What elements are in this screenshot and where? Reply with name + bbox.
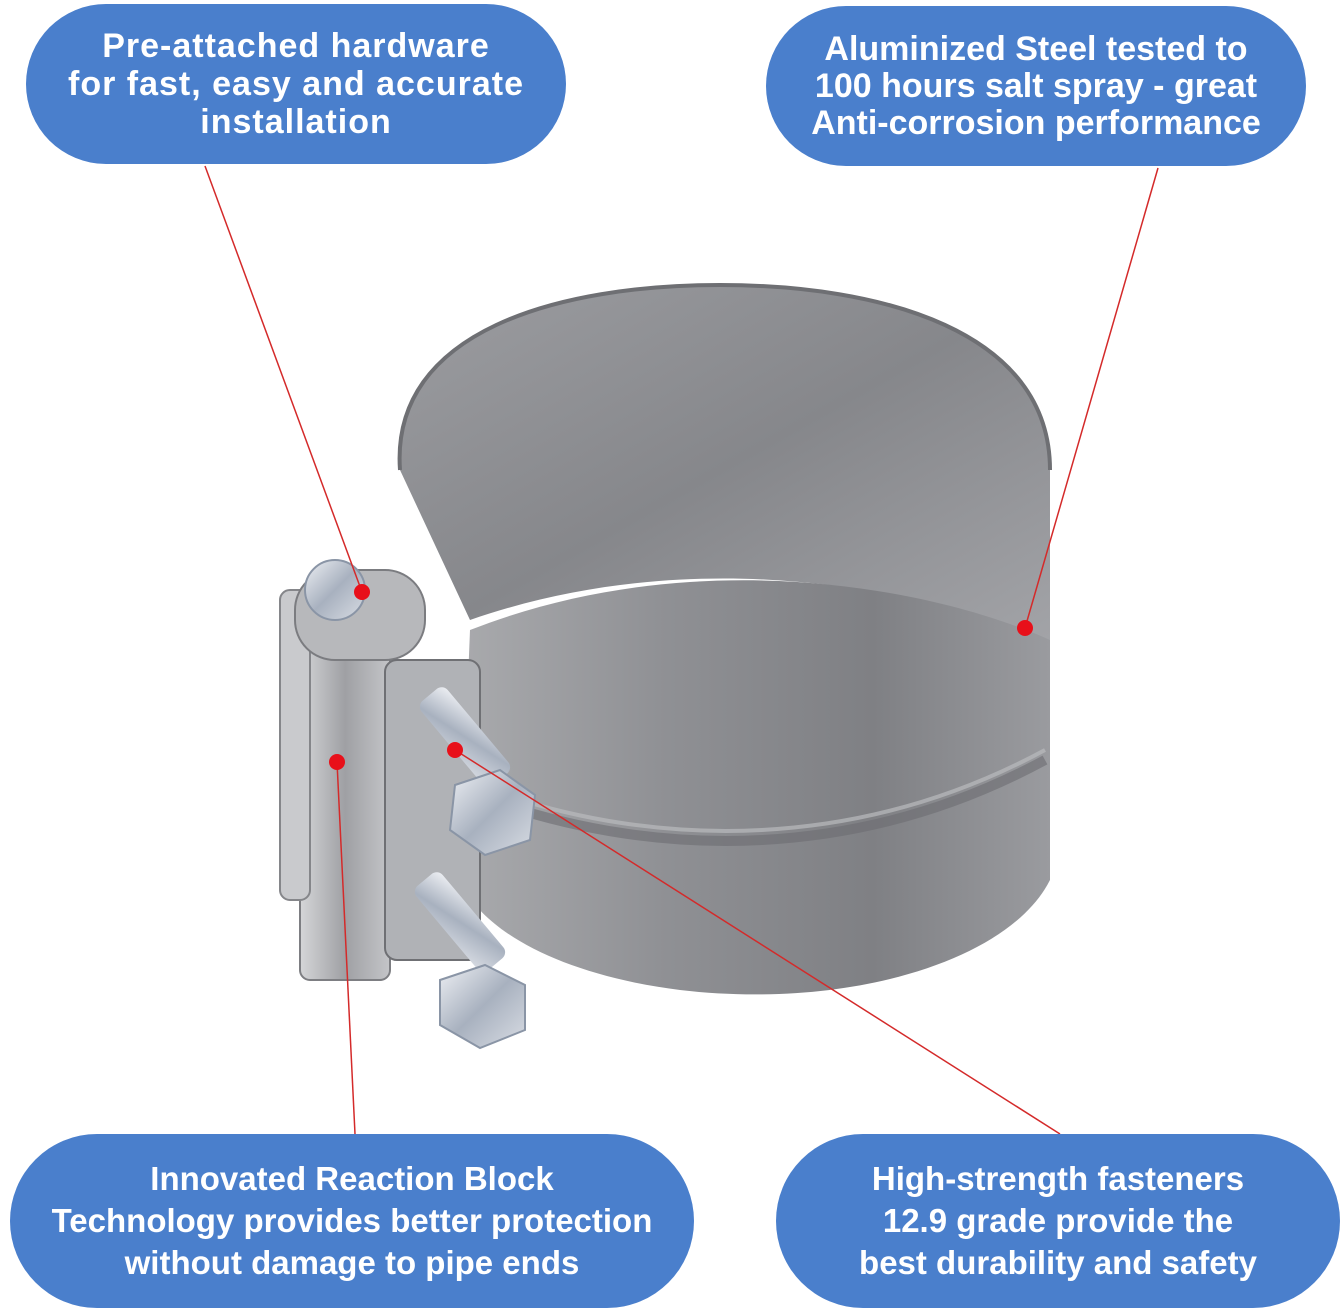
callout-hardware-text: Pre-attached hardware for fast, easy and…	[68, 27, 524, 141]
callout-aluminized-steel-text: Aluminized Steel tested to 100 hours sal…	[811, 29, 1261, 142]
band-outer-surface	[460, 580, 1050, 995]
callout-hardware: Pre-attached hardware for fast, easy and…	[26, 4, 566, 164]
lower-bolt	[414, 872, 526, 1050]
pointer-dot-reaction-block	[329, 754, 345, 770]
band-rim	[397, 282, 1052, 471]
band-inner-surface	[399, 285, 1050, 650]
pointer-dot-fasteners	[447, 742, 463, 758]
upper-bolt	[419, 687, 537, 857]
callout-aluminized-steel: Aluminized Steel tested to 100 hours sal…	[766, 6, 1306, 166]
callout-fasteners-text: High-strength fasteners 12.9 grade provi…	[859, 1160, 1257, 1281]
pointer-lines	[204, 165, 1159, 1135]
pointer-dot-hardware	[354, 584, 370, 600]
callout-fasteners: High-strength fasteners 12.9 grade provi…	[776, 1134, 1340, 1308]
callout-reaction-block-text: Innovated Reaction Block Technology prov…	[51, 1160, 653, 1281]
band-bead	[488, 755, 1048, 846]
hinge-strip	[279, 589, 311, 901]
callout-reaction-block: Innovated Reaction Block Technology prov…	[10, 1134, 694, 1308]
pointer-dot-steel	[1017, 620, 1033, 636]
